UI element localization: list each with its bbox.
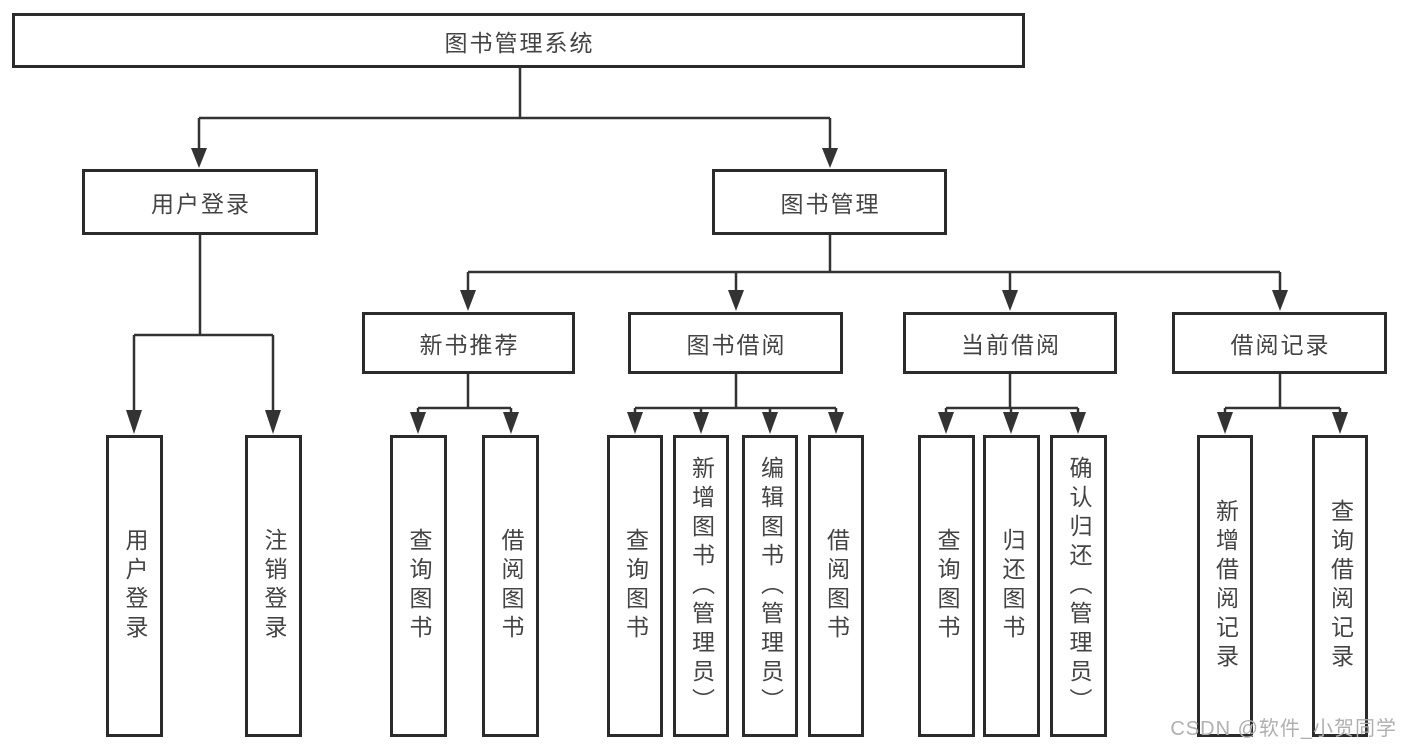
arrowhead [938,412,954,434]
node-label: 图书借阅 [686,332,787,358]
node-label: 查询图书 [406,528,432,644]
connector-book-borrowing-children [627,374,844,434]
leaf-add-books-admin: 新增图书（管理员） [673,435,729,737]
node-label: 确认归还（管理员） [1066,455,1092,717]
node-book-borrowing: 图书借阅 [628,312,843,374]
leaf-query-books-recommend: 查询图书 [390,435,447,737]
leaf-logout: 注销登录 [245,435,302,737]
leaf-borrow-books: 借阅图书 [808,435,864,737]
arrowhead [460,290,476,311]
connector-current-borrowing-children [938,374,1086,434]
node-label: 查询图书 [934,528,960,644]
leaf-query-borrow-record: 查询借阅记录 [1312,435,1368,737]
node-label: 查询借阅记录 [1327,499,1354,673]
node-label: 借阅记录 [1230,332,1331,358]
node-label: 新增图书（管理员） [688,455,715,717]
arrowhead [503,412,519,434]
arrowhead [627,412,643,434]
leaf-add-borrow-record: 新增借阅记录 [1197,435,1253,737]
node-label: 用户登录 [122,528,148,644]
connector-book-management-children [460,235,1288,311]
arrowhead [762,412,778,434]
leaf-confirm-return-admin: 确认归还（管理员） [1050,435,1107,737]
csdn-watermark: CSDN @软件_小贺同学 [1170,718,1397,740]
node-user-login: 用户登录 [82,169,318,235]
leaf-edit-books-admin: 编辑图书（管理员） [742,435,798,737]
arrowhead [126,410,142,434]
node-label: 编辑图书（管理员） [757,455,784,717]
node-label: 新书推荐 [419,332,520,358]
node-borrowing-records: 借阅记录 [1172,312,1387,374]
node-label: 当前借阅 [961,332,1061,358]
arrowhead [1070,412,1086,434]
node-label: 借阅图书 [823,528,850,644]
arrowhead [410,412,426,434]
arrowhead [828,412,844,434]
arrowhead [822,148,838,168]
node-label: 查询图书 [622,528,649,644]
leaf-user-login: 用户登录 [106,435,163,737]
leaf-borrow-books-recommend: 借阅图书 [482,435,539,737]
node-current-borrowing: 当前借阅 [903,312,1117,374]
arrowhead [728,290,744,311]
node-label: 新增借阅记录 [1212,499,1239,673]
node-book-management: 图书管理 [712,169,947,235]
node-label: 借阅图书 [498,528,524,644]
node-label: 归还图书 [999,528,1025,644]
arrowhead [693,412,709,434]
connector-root-to-level2 [191,68,838,168]
connector-new-book-recommend-children [410,374,519,434]
arrowhead [1002,290,1018,311]
connector-borrowing-records-children [1217,374,1348,434]
arrowhead [1217,412,1233,434]
node-label: 注销登录 [261,528,287,644]
arrowhead [265,410,281,434]
node-label: 用户登录 [151,191,251,217]
node-new-book-recommend: 新书推荐 [362,312,575,374]
leaf-query-books-current: 查询图书 [918,435,975,737]
arrowhead [1003,412,1019,434]
node-label: 图书管理 [780,191,881,217]
arrowhead [1332,412,1348,434]
arrowhead [1272,290,1288,311]
node-label: 图书管理系统 [444,29,595,56]
leaf-return-books: 归还图书 [983,435,1040,737]
node-library-management-system: 图书管理系统 [12,13,1025,68]
arrowhead [191,148,207,168]
connector-user-login-children [126,235,281,434]
leaf-query-books-borrowing: 查询图书 [607,435,663,737]
